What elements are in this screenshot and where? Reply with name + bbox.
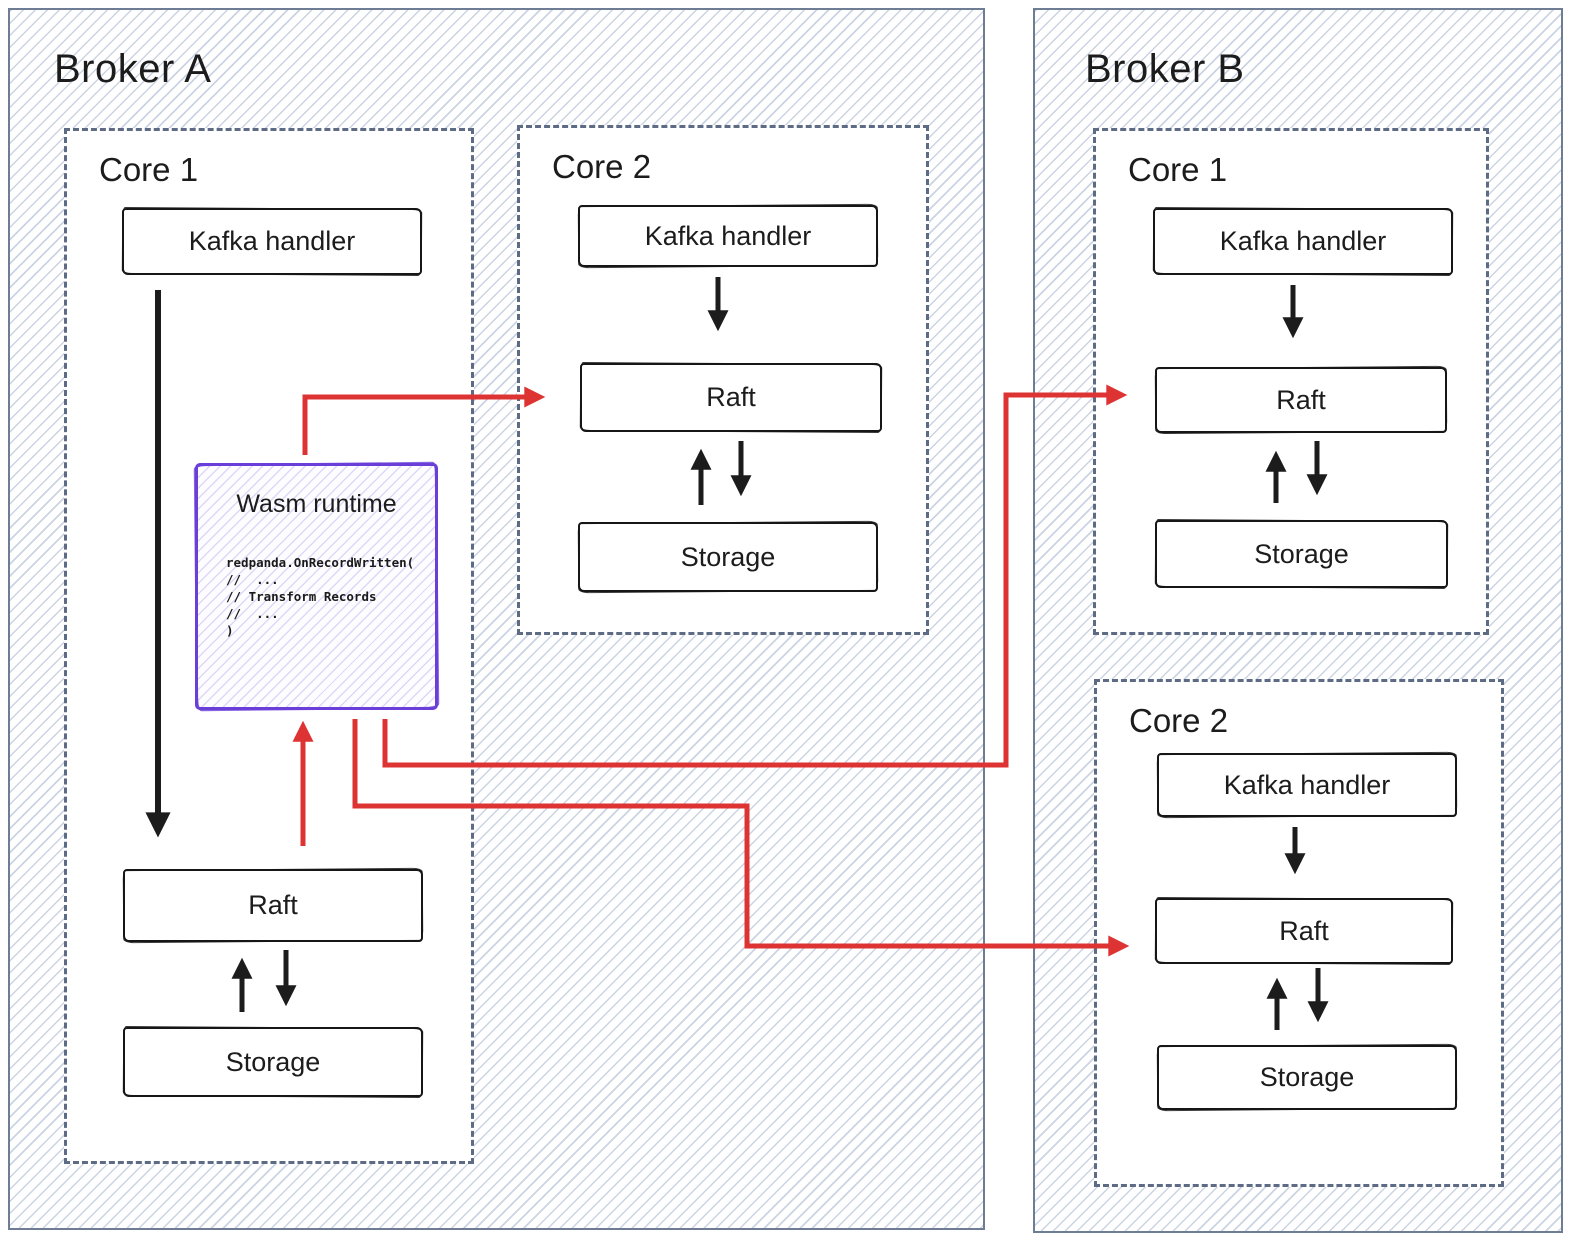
broker-a-container: Broker A Core 1 Kafka handler Wasm runti… [8, 8, 985, 1230]
raft-label: Raft [1276, 384, 1326, 415]
wasm-code-line: // Transform Records [226, 589, 377, 604]
wasm-runtime-box: Wasm runtime redpanda.OnRecordWritten( /… [195, 463, 438, 710]
raft-box-b2: Raft [1155, 898, 1453, 964]
raft-box-b1: Raft [1155, 367, 1447, 433]
core-b1-label: Core 1 [1128, 151, 1228, 188]
broker-b-title: Broker B [1085, 47, 1245, 91]
raft-label: Raft [706, 382, 756, 412]
raft-label: Raft [1279, 915, 1329, 946]
storage-label: Storage [680, 541, 776, 572]
storage-box-a2: Storage [578, 522, 878, 592]
kafka-handler-box-b1: Kafka handler [1153, 208, 1453, 275]
broker-a-title: Broker A [54, 47, 212, 91]
wasm-runtime-title: Wasm runtime [236, 490, 397, 518]
raft-label: Raft [248, 890, 298, 920]
kafka-handler-label: Kafka handler [188, 226, 356, 256]
core-a1-container: Core 1 Kafka handler Wasm runtime redpan… [64, 128, 474, 1164]
storage-label: Storage [1259, 1062, 1355, 1092]
kafka-handler-box-a1: Kafka handler [122, 208, 422, 275]
kafka-handler-label: Kafka handler [1219, 226, 1387, 256]
core-b2-container: Core 2 Kafka handler Raft Storage [1094, 679, 1504, 1187]
wasm-code-line: // ... [226, 572, 279, 587]
kafka-handler-box-b2: Kafka handler [1157, 753, 1457, 817]
wasm-code-line: // ... [226, 606, 279, 621]
storage-box-b1: Storage [1155, 520, 1448, 588]
storage-box-a1: Storage [123, 1027, 423, 1097]
broker-b-container: Broker B Core 1 Kafka handler Raft Stora… [1033, 8, 1563, 1233]
kafka-handler-label: Kafka handler [644, 220, 812, 251]
wasm-code-line: ) [226, 623, 234, 638]
wasm-code-line: redpanda.OnRecordWritten( [226, 555, 415, 570]
core-a2-label: Core 2 [552, 148, 652, 185]
storage-label: Storage [225, 1046, 321, 1077]
kafka-handler-label: Kafka handler [1223, 769, 1391, 800]
wasm-code-block: redpanda.OnRecordWritten( // ... // Tran… [226, 554, 414, 639]
storage-box-b2: Storage [1157, 1045, 1457, 1110]
core-b2-label: Core 2 [1129, 702, 1229, 739]
storage-label: Storage [1254, 538, 1349, 569]
core-a2-container: Core 2 Kafka handler Raft Storage [517, 125, 929, 635]
core-b1-container: Core 1 Kafka handler Raft Storage [1093, 128, 1489, 635]
core-a1-label: Core 1 [99, 151, 199, 188]
raft-box-a1: Raft [123, 869, 423, 942]
raft-box-a2: Raft [580, 363, 882, 432]
kafka-handler-box-a2: Kafka handler [578, 205, 878, 267]
